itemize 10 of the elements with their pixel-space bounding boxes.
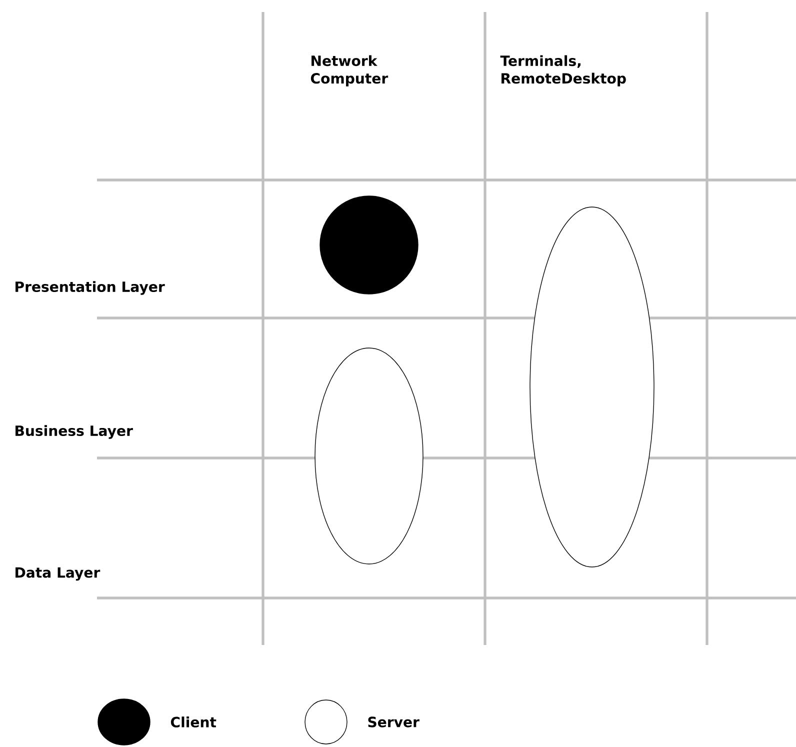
filled-circle: [320, 196, 418, 294]
legend-label: Client: [170, 716, 216, 728]
outline-ellipse: [530, 206, 654, 568]
column-heading: Terminals, RemoteDesktop: [500, 55, 626, 86]
row-label: Business Layer: [16, 425, 133, 439]
column-heading: Network Computer: [310, 55, 388, 86]
outline-ellipse: [314, 348, 424, 564]
row-label: Data Layer: [16, 567, 100, 581]
legend-label: Server: [368, 716, 420, 728]
row-label: Presentation Layer: [16, 281, 165, 295]
